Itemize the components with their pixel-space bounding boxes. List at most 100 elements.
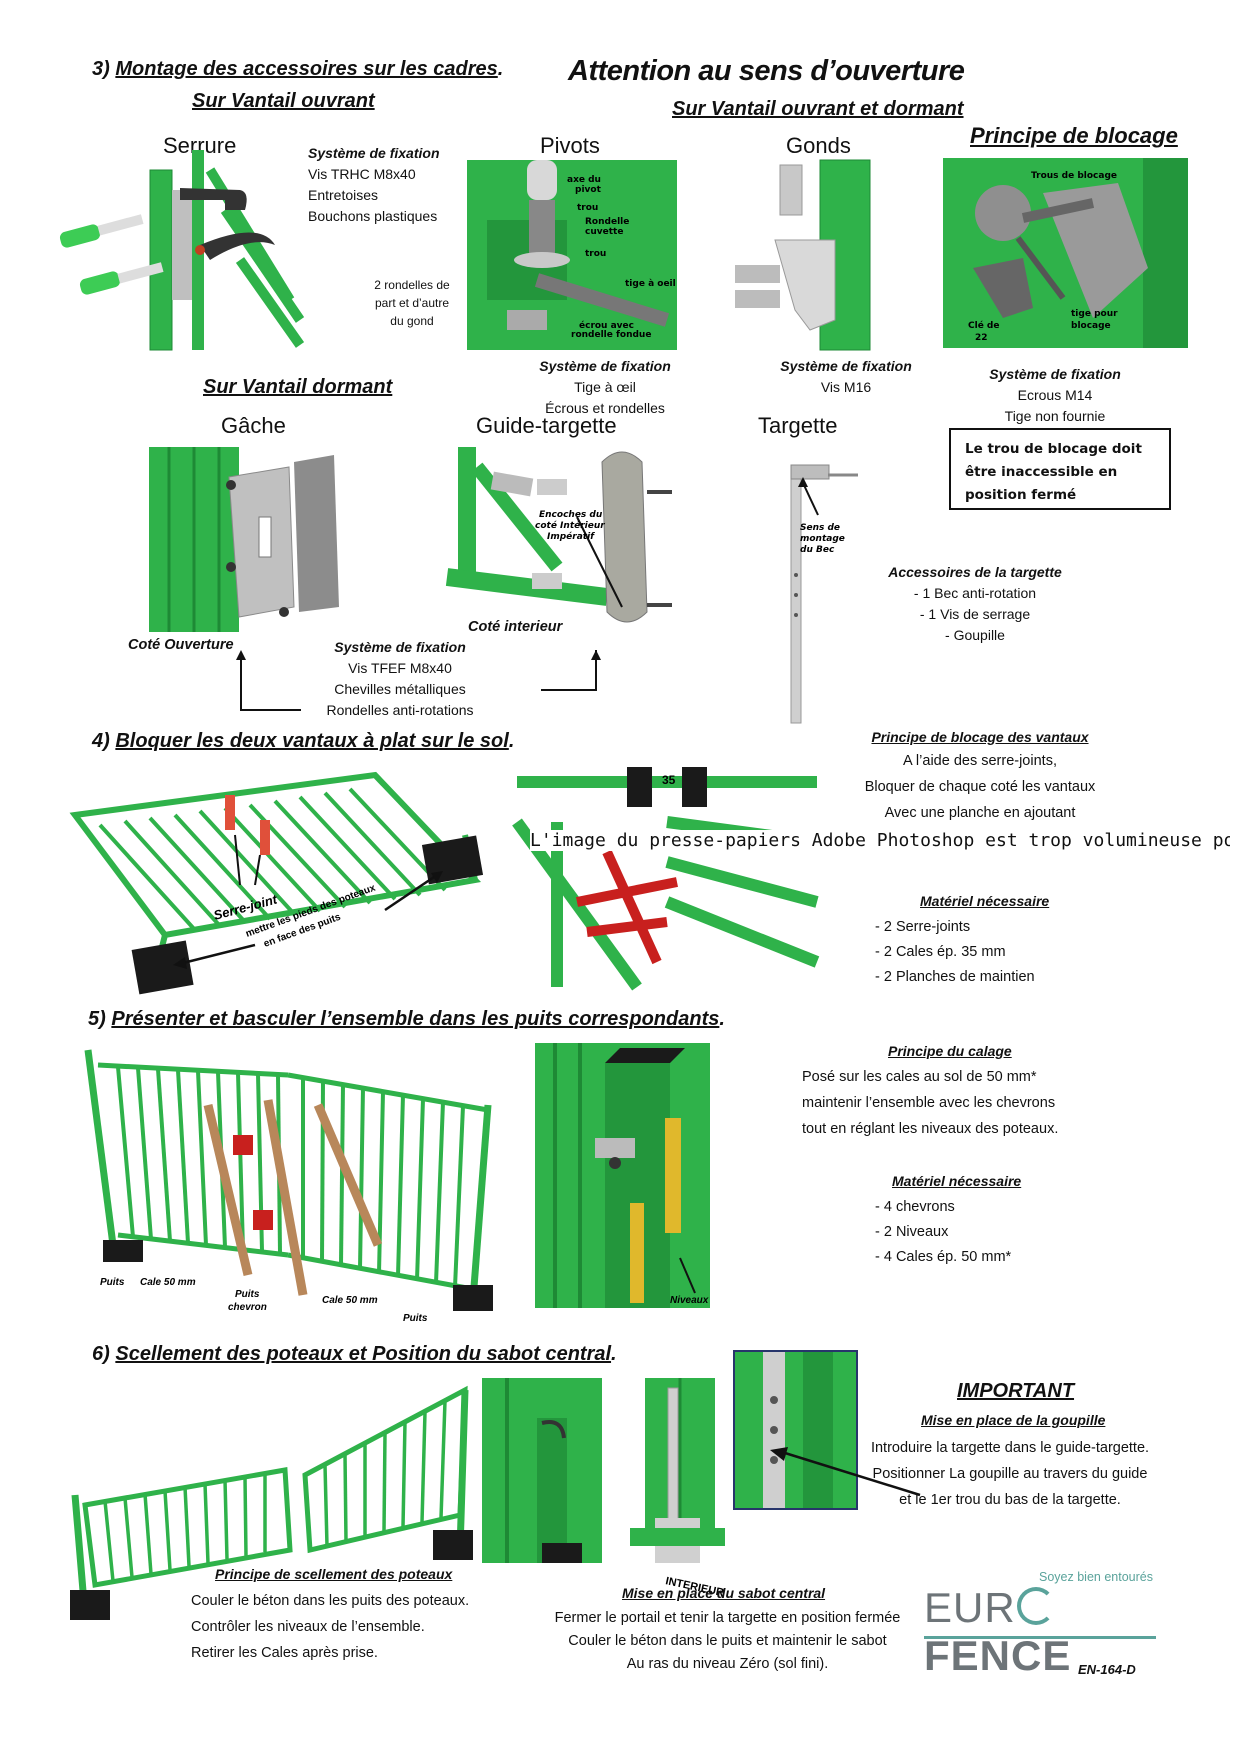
fixation-line: Bouchons plastiques [308, 208, 438, 224]
logo-wordmark: EURFENCE [924, 1584, 1164, 1680]
scellement-title: Principe de scellement des poteaux [215, 1566, 453, 1582]
section5-principe: Posé sur les cales au sol de 50 mm* main… [802, 1064, 1058, 1142]
image-label: Cale 50 mm [140, 1277, 196, 1288]
fixation-line: Tige à œil [574, 379, 636, 395]
gonds-label: Gonds [786, 133, 851, 158]
warning-title: Attention au sens d’ouverture [568, 55, 965, 87]
section-title: Montage des accessoires sur les cadres [115, 58, 498, 80]
sub-vantail-ouvrant: Sur Vantail ouvrant [192, 90, 375, 112]
image-label: Puits [235, 1289, 260, 1300]
goupille-title-wrap: Mise en place de la goupille [921, 1412, 1105, 1429]
scellement-line: Retirer les Cales après prise. [191, 1645, 378, 1661]
note-line: part et d’autre [374, 296, 450, 310]
section5-principe-title: Principe du calage [888, 1043, 1012, 1060]
fixation-line: Tige non fournie [1004, 408, 1106, 424]
blocage-annotation: tige pour [1071, 309, 1118, 319]
gache-illustration [149, 447, 339, 632]
section-number: 3) [92, 58, 110, 80]
section4-materiel-title: Matériel nécessaire [920, 893, 1049, 910]
logo-text-left: EUR [924, 1584, 1016, 1631]
principe-line: tout en réglant les niveaux des poteaux. [802, 1121, 1059, 1137]
goupille-line: et le 1er trou du bas de la targette. [899, 1492, 1121, 1508]
fixation-line: Ecrous M14 [1017, 387, 1093, 403]
section-title: Scellement des poteaux et Position du sa… [115, 1343, 612, 1365]
fixation-line: Chevilles métalliques [334, 681, 466, 697]
pivot-annotation: cuvette [585, 227, 623, 237]
blocage-annotation: 22 [975, 333, 988, 343]
accessoire-line: - 1 Bec anti-rotation [913, 585, 1037, 601]
sabot-instructions: Fermer le portail et tenir la targette e… [535, 1607, 920, 1676]
fixation-line: Vis M16 [820, 379, 872, 395]
blocage-annotation: Clé de [968, 320, 999, 331]
section4-clamp-illustration: 35 [512, 762, 820, 991]
targette-annotation: du Bec [800, 545, 835, 555]
blocage-fixation: Système de fixation Ecrous M14 Tige non … [960, 364, 1150, 427]
guide-annotation: coté Intérieur [535, 520, 605, 531]
sabot-line: Couler le béton dans le puits et mainten… [568, 1633, 887, 1649]
pivot-annotation: rondelle fondue [571, 330, 651, 340]
box-line: Le trou de blocage doit [965, 441, 1142, 457]
goupille-title: Mise en place de la goupille [921, 1412, 1106, 1428]
fixation-title: Système de fixation [780, 358, 912, 374]
materiel-item: - 2 Serre-joints [875, 919, 971, 935]
pivot-annotation: Rondelle [585, 217, 629, 227]
targette-accessoires: Accessoires de la targette - 1 Bec anti-… [870, 562, 1080, 646]
section-number: 4) [92, 730, 110, 752]
box-line: être inaccessible en [965, 464, 1118, 480]
section4-heading: 4) Bloquer les deux vantaux à plat sur l… [92, 730, 515, 752]
materiel-item: - 2 Niveaux [875, 1224, 949, 1240]
section-title: Bloquer les deux vantaux à plat sur le s… [115, 730, 509, 752]
accessoire-line: - 1 Vis de serrage [919, 606, 1031, 622]
section6-goupille-zoom [733, 1350, 858, 1510]
principe-line: Bloquer de chaque coté les vantaux [864, 779, 1096, 795]
scellement-line: Couler le béton dans les puits des potea… [191, 1593, 470, 1609]
serrure-fixation: Système de fixation Vis TRHC M8x40 Entre… [308, 143, 440, 227]
targette-illustration: Sens de montage du Bec [790, 464, 858, 724]
section-number: 6) [92, 1343, 110, 1365]
image-label: Puits [100, 1277, 125, 1288]
section6-post-illustration [482, 1378, 602, 1563]
fixation-title: Système de fixation [539, 358, 671, 374]
serrure-illustration [59, 150, 305, 351]
pivots-fixation: Système de fixation Tige à œil Écrous et… [500, 356, 710, 419]
guide-annotation: Impératif [547, 531, 595, 542]
principe-title: Principe de blocage des vantaux [871, 729, 1089, 745]
section4-principe: Principe de blocage des vantaux A l’aide… [840, 727, 1120, 826]
pivot-annotation: tige à oeil [625, 279, 676, 289]
accessoires-title: Accessoires de la targette [888, 564, 1062, 580]
pivot-annotation: axe du [567, 175, 601, 185]
guide-label: Guide-targette [476, 413, 617, 438]
logo-text-right: FENCE [924, 1632, 1072, 1679]
materiel-item: - 2 Cales ép. 35 mm [875, 944, 1006, 960]
gonds-fixation: Système de fixation Vis M16 [766, 356, 926, 398]
fixation-title: Système de fixation [989, 366, 1121, 382]
logo-tagline: Soyez bien entourés [1039, 1570, 1153, 1584]
section3-heading: 3) Montage des accessoires sur les cadre… [92, 58, 504, 80]
image-label: Puits [403, 1313, 428, 1324]
section4-materiel-list: - 2 Serre-joints - 2 Cales ép. 35 mm - 2… [875, 915, 1035, 990]
sabot-line: Au ras du niveau Zéro (sol fini). [626, 1656, 829, 1672]
blocage-annotation: Trous de blocage [1031, 171, 1117, 181]
fixation-line: Rondelles anti-rotations [326, 702, 474, 718]
scellement-title-wrap: Principe de scellement des poteaux [215, 1566, 452, 1583]
goupille-line: Introduire la targette dans le guide-tar… [870, 1440, 1150, 1456]
pivot-annotation: trou [585, 249, 606, 259]
sabot-title: Mise en place du sabot central [622, 1585, 826, 1601]
fixation-title: Système de fixation [334, 639, 466, 655]
blocage-warning-box: Le trou de blocage doit être inaccessibl… [949, 428, 1171, 510]
materiel-item: - 4 chevrons [875, 1199, 955, 1215]
blocage-illustration: Trous de blocage Clé de 22 tige pour blo… [943, 158, 1188, 348]
section5-materiel-title: Matériel nécessaire [892, 1173, 1021, 1190]
section6-gate-illustration [70, 1385, 473, 1620]
scellement-instructions: Couler le béton dans les puits des potea… [191, 1588, 469, 1666]
logo-underline [924, 1636, 1156, 1639]
pivots-illustration: axe du pivot trou Rondelle cuvette trou … [467, 160, 677, 350]
goupille-arrow [770, 1447, 921, 1497]
materiel-item: - 2 Planches de maintien [875, 969, 1035, 985]
document-reference: EN-164-D [1078, 1662, 1136, 1677]
note-line: 2 rondelles de [374, 278, 450, 292]
goupille-line: Positionner La goupille au travers du gu… [872, 1466, 1148, 1482]
pivot-annotation: pivot [575, 185, 602, 195]
cale-dimension: 35 [662, 773, 676, 787]
principe-line: A l’aide des serre-joints, [903, 753, 1057, 769]
